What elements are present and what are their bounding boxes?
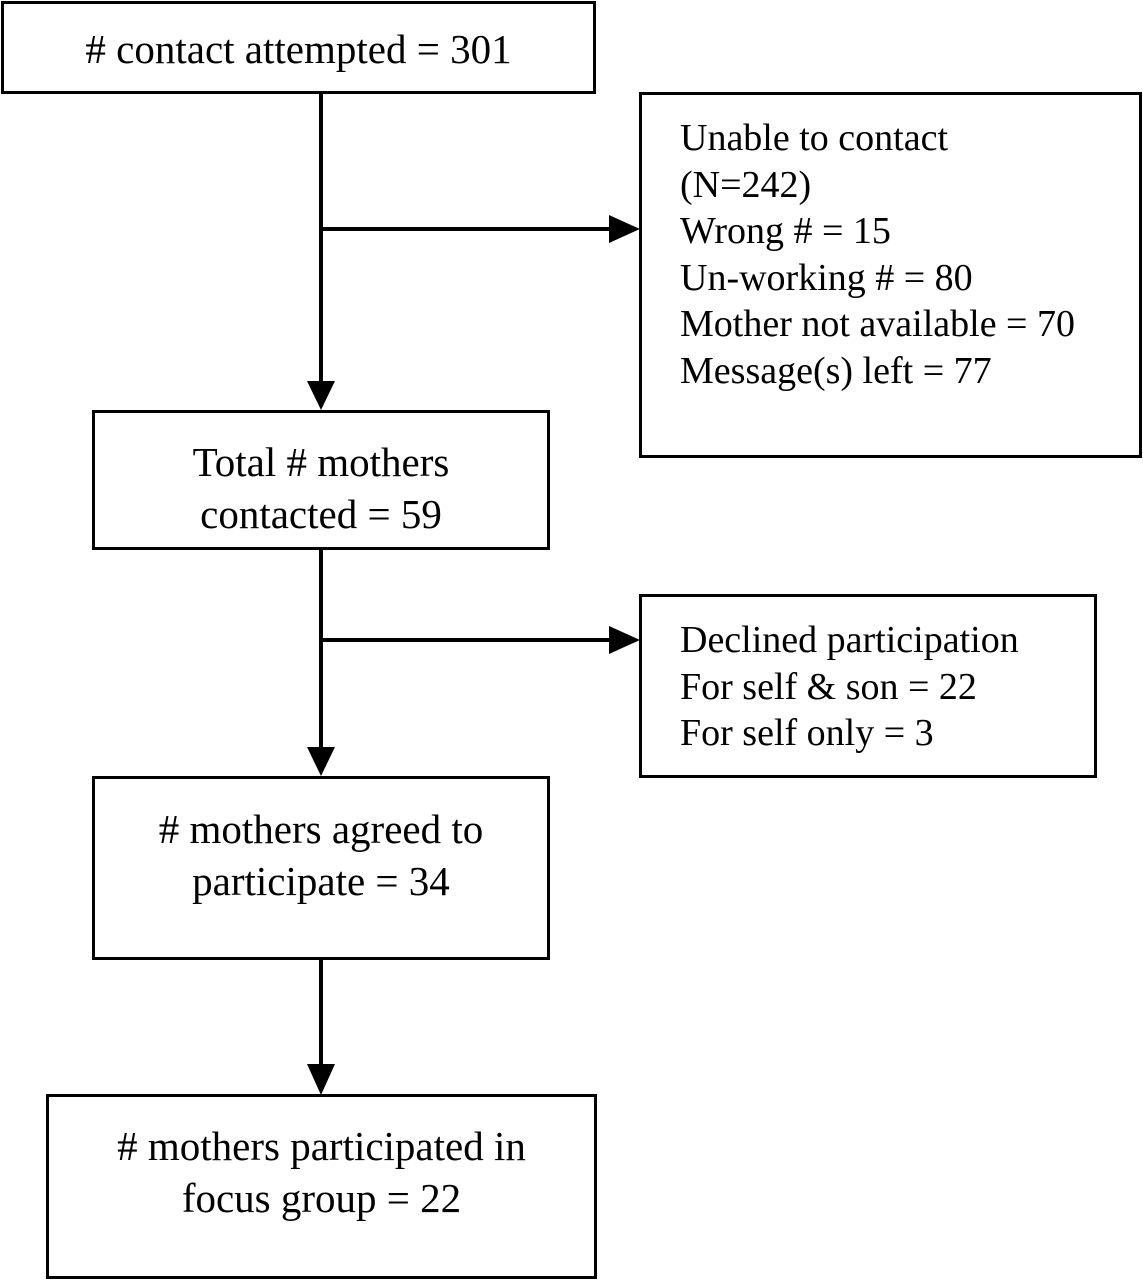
node-declined-participation-line-1: Declined participation: [680, 619, 1019, 661]
node-unable-to-contact-line-3: Wrong # = 15: [680, 210, 891, 252]
arrowhead-contacted-to-agreed: [307, 747, 335, 776]
node-unable-to-contact: Unable to contact (N=242) Wrong # = 15 U…: [639, 92, 1142, 458]
node-mothers-agreed-line-2: participate = 34: [192, 858, 450, 904]
node-mothers-contacted-line-2: contacted = 59: [200, 491, 442, 537]
node-mothers-participated-line-1: # mothers participated in: [117, 1123, 526, 1169]
node-mothers-contacted-line-1: Total # mothers: [192, 439, 450, 485]
node-mothers-contacted: Total # mothers contacted = 59: [92, 410, 550, 550]
node-declined-participation: Declined participation For self & son = …: [639, 594, 1097, 778]
node-contact-attempted: # contact attempted = 301: [1, 1, 596, 94]
node-declined-participation-line-3: For self only = 3: [680, 712, 934, 754]
node-unable-to-contact-line-6: Message(s) left = 77: [680, 349, 992, 392]
node-mothers-participated-line-2: focus group = 22: [181, 1175, 462, 1221]
node-mothers-agreed: # mothers agreed to participate = 34: [92, 776, 550, 960]
node-unable-to-contact-line-4: Un-working # = 80: [680, 256, 973, 299]
node-declined-participation-line-2: For self & son = 22: [680, 665, 977, 708]
node-mothers-agreed-line-1: # mothers agreed to: [158, 806, 484, 852]
node-unable-to-contact-line-1: Unable to contact: [680, 117, 949, 159]
node-contact-attempted-line-1: # contact attempted = 301: [85, 26, 512, 72]
arrowhead-attempted-to-contacted: [307, 381, 335, 410]
node-mothers-participated: # mothers participated in focus group = …: [46, 1094, 597, 1279]
node-unable-to-contact-line-2: (N=242): [680, 163, 812, 206]
node-unable-to-contact-line-5: Mother not available = 70: [680, 303, 1075, 345]
arrowhead-agreed-to-participated: [307, 1064, 335, 1095]
arrowhead-attempted-to-unable: [609, 215, 640, 243]
arrowhead-contacted-to-declined: [609, 626, 640, 654]
